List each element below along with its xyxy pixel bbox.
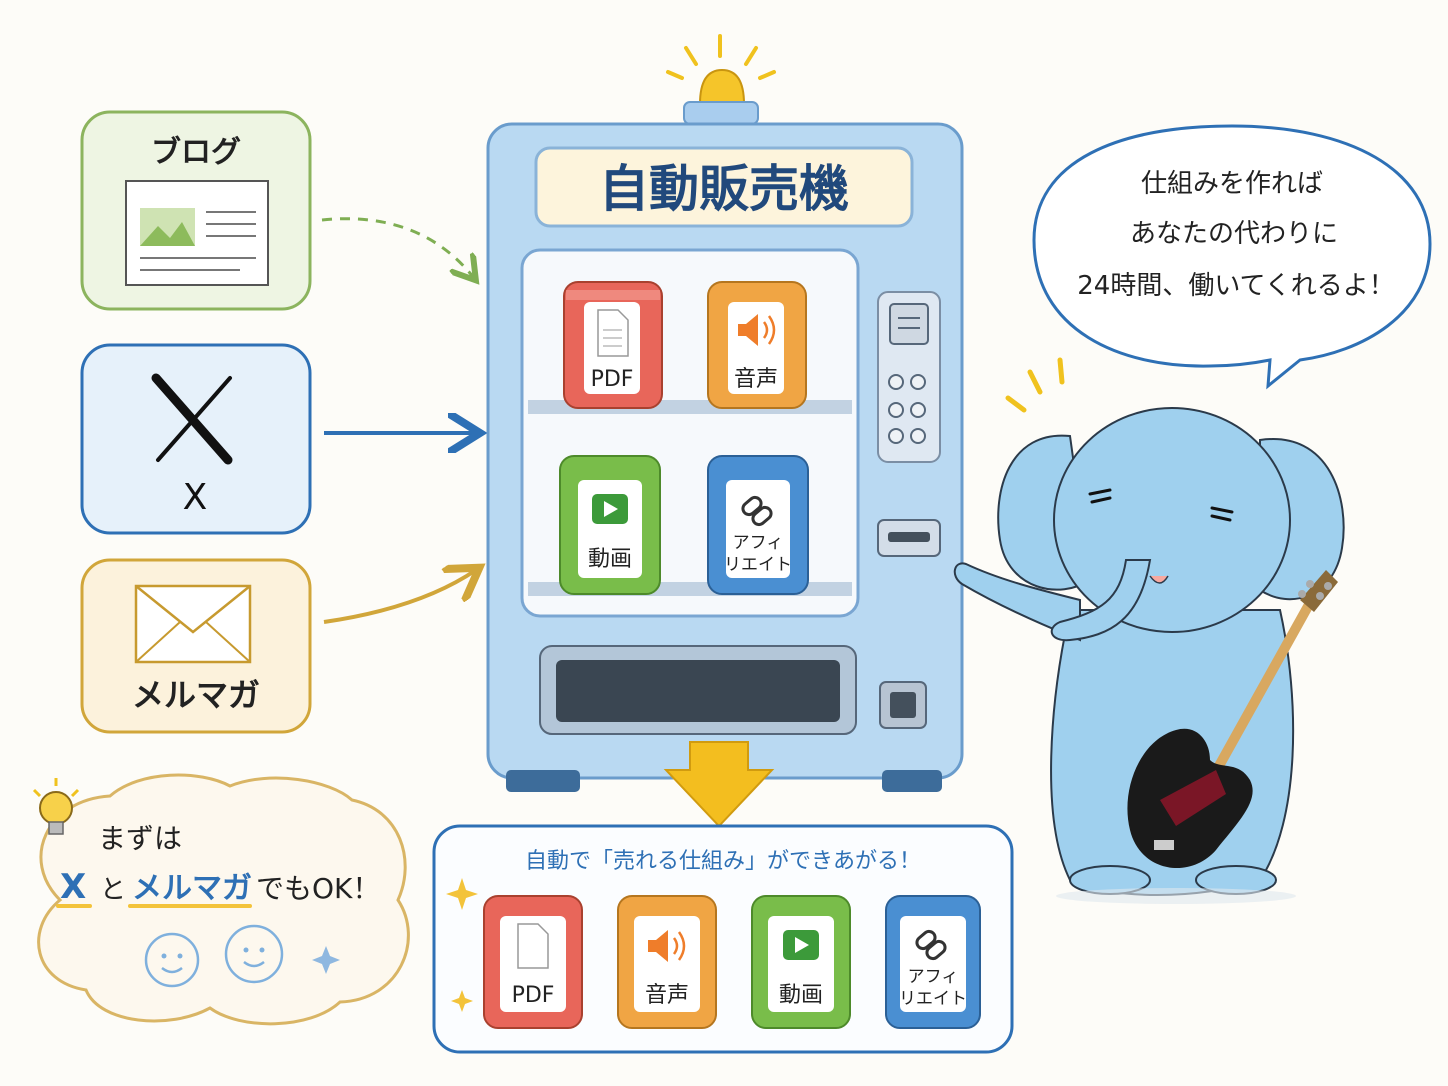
play-icon: [592, 494, 628, 524]
speaker-icon: [738, 314, 776, 346]
vending-machine: 自動販売機 PDF 音声: [486, 34, 964, 792]
result-can-pdf: PDF: [483, 895, 583, 1029]
source-label-x: X: [183, 477, 208, 518]
x-logo-icon: [151, 373, 233, 465]
result-can-label-affiliate-1: アフィ: [908, 967, 959, 987]
can-pdf: PDF: [563, 281, 663, 409]
blog-article-icon: [125, 180, 269, 286]
lightbulb-icon: [32, 778, 80, 835]
play-icon: [783, 930, 819, 960]
speech-line-2: あなたの代わりに: [1130, 219, 1338, 249]
tip-mail-word: メルマガ: [132, 871, 252, 906]
arrow-down-to-result: [663, 741, 775, 828]
elephant-mascot: [953, 357, 1345, 904]
machine-title: 自動販売機: [599, 160, 849, 218]
link-icon: [915, 929, 947, 961]
return-button: [879, 681, 927, 729]
sparkle-icon: [446, 878, 478, 1012]
dispense-tray: [539, 645, 857, 735]
coin-slot: [877, 519, 941, 557]
result-can-label-affiliate-2: リエイト: [899, 989, 967, 1009]
can-label-affiliate-2: リエイト: [724, 555, 792, 575]
result-can-label-pdf: PDF: [512, 983, 555, 1008]
envelope-icon: [134, 584, 252, 664]
speaker-icon: [648, 930, 686, 962]
tip-line-1: まずは: [98, 822, 182, 855]
source-card-mail: メルマガ: [80, 558, 312, 734]
source-label-blog: ブログ: [151, 135, 241, 170]
arrow-blog-to-machine: [321, 217, 474, 278]
result-can-video: 動画: [751, 895, 851, 1029]
source-card-x: X: [80, 343, 312, 535]
can-affiliate: アフィ リエイト: [707, 455, 809, 595]
sparkle-icon: [312, 946, 340, 974]
tip-x-word: X: [60, 867, 86, 907]
control-panel: [877, 291, 941, 463]
document-icon: [597, 309, 629, 357]
speech-bubble: 仕組みを作れば あなたの代わりに 24時間、働いてくれるよ！: [1032, 124, 1432, 390]
speech-line-1: 仕組みを作れば: [1141, 169, 1323, 199]
source-label-mail: メルマガ: [132, 676, 260, 714]
arrow-mail-to-machine: [323, 570, 476, 624]
source-card-blog: ブログ: [80, 110, 312, 311]
smiling-faces-icon: [144, 924, 284, 988]
can-label-pdf: PDF: [591, 367, 634, 392]
bass-guitar-icon: [1127, 570, 1338, 869]
result-can-affiliate: アフィ リエイト: [885, 895, 981, 1029]
result-can-audio: 音声: [617, 895, 717, 1029]
result-can-label-audio: 音声: [645, 983, 689, 1008]
beacon-light-icon: [666, 34, 776, 125]
can-label-affiliate-1: アフィ: [733, 533, 784, 553]
tip-tail: でもOK！: [256, 872, 380, 905]
tip-and-word: と: [100, 875, 126, 905]
result-can-label-video: 動画: [779, 983, 823, 1008]
result-panel: 自動で「売れる仕組み」ができあがる！ PDF 音声: [432, 824, 1014, 1054]
document-icon: [517, 923, 549, 969]
tip-cloud: まずは X と メルマガ でもOK！: [32, 773, 410, 1026]
result-caption: 自動で「売れる仕組み」ができあがる！: [525, 849, 921, 874]
speech-line-3: 24時間、働いてくれるよ！: [1077, 271, 1395, 301]
can-label-audio: 音声: [734, 367, 778, 392]
link-icon: [741, 495, 773, 527]
can-label-video: 動画: [588, 547, 632, 572]
can-audio: 音声: [707, 281, 807, 409]
can-video: 動画: [559, 455, 661, 595]
